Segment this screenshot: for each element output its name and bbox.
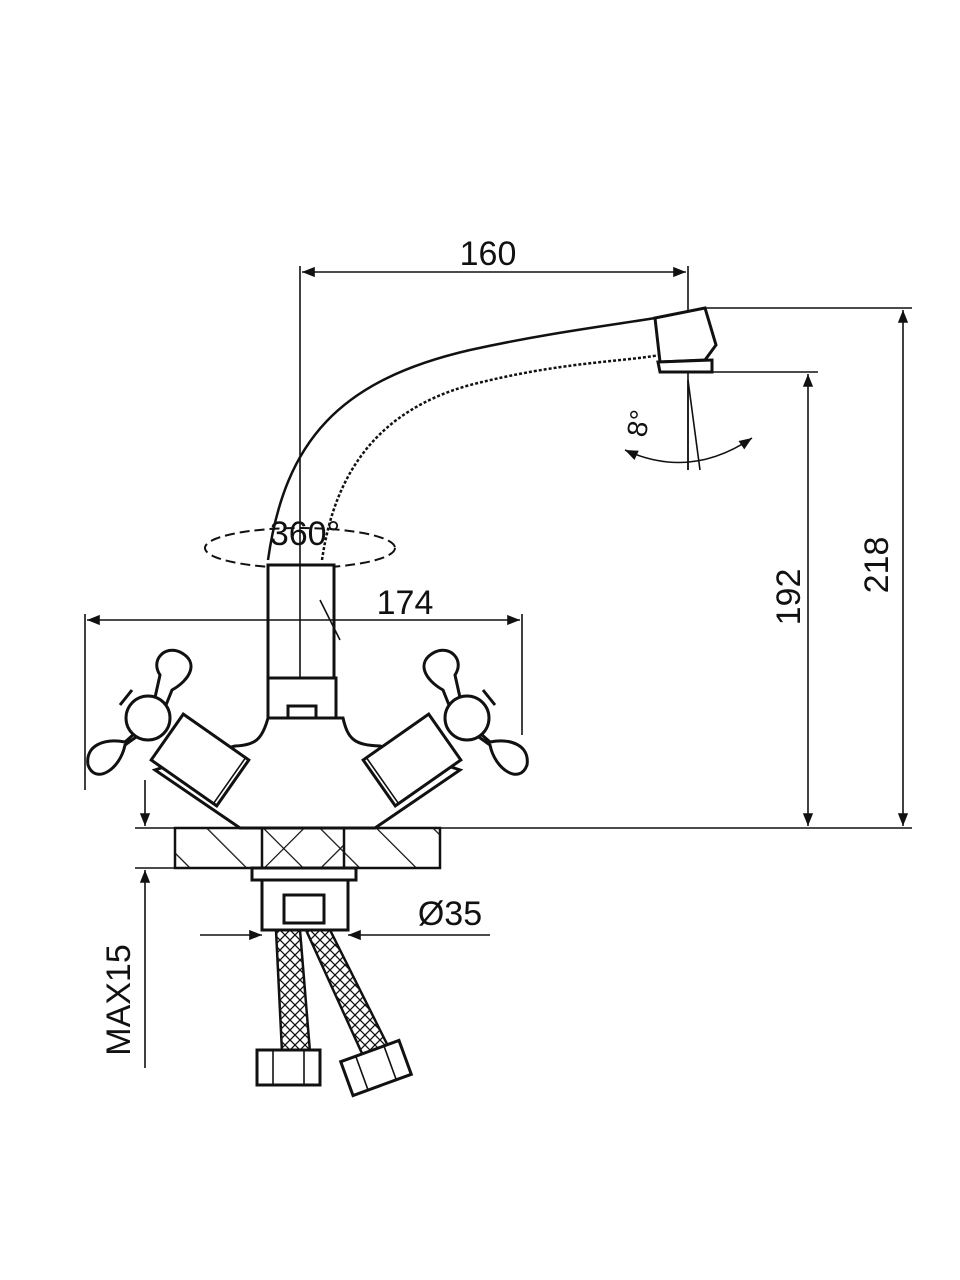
mounting-nut bbox=[250, 866, 358, 932]
countertop-section bbox=[135, 826, 442, 870]
rotation-ellipse bbox=[204, 527, 396, 569]
right-hose bbox=[304, 928, 392, 1062]
spout-upper-edge bbox=[266, 310, 691, 561]
dimension-label-218: 218 bbox=[858, 537, 896, 594]
right-valve bbox=[361, 712, 463, 808]
nut-washer bbox=[250, 866, 358, 882]
tilt-angle-label: 8° bbox=[621, 407, 656, 439]
tilt-indicator: 8° bbox=[621, 379, 753, 471]
collar-slot bbox=[286, 704, 318, 720]
spout bbox=[266, 306, 718, 561]
valve-cylinder bbox=[149, 712, 251, 808]
spout-nozzle bbox=[653, 306, 718, 364]
dimension-label-174: 174 bbox=[377, 584, 434, 622]
dimension-max-thickness: MAX15 bbox=[100, 780, 151, 1068]
left-hose bbox=[274, 928, 312, 1054]
dimension-base-diameter: Ø35 bbox=[200, 895, 490, 941]
aerator bbox=[656, 358, 714, 374]
rotation-indicator: 360° bbox=[204, 515, 396, 569]
handle-hub bbox=[124, 694, 172, 742]
right-cross-handle bbox=[422, 648, 529, 776]
right-hose-nut bbox=[338, 1038, 414, 1098]
valve-ring bbox=[212, 757, 247, 805]
valve-cylinder bbox=[361, 712, 463, 808]
dimension-total-height: 218 bbox=[705, 307, 912, 826]
dimension-outlet-height: 192 bbox=[690, 371, 818, 826]
rotation-label: 360° bbox=[270, 515, 340, 553]
mounting-shank-hatch bbox=[260, 826, 346, 870]
left-cross-handle bbox=[86, 648, 193, 776]
handle-marker bbox=[118, 689, 134, 706]
tilt-angle-line bbox=[687, 379, 701, 471]
left-valve bbox=[149, 712, 251, 808]
hex-nut-edge bbox=[383, 1045, 398, 1081]
nut-face bbox=[282, 893, 326, 925]
hex-nut-body bbox=[255, 1048, 322, 1087]
hex-nut-body bbox=[338, 1038, 414, 1098]
max-thickness-label: MAX15 bbox=[100, 944, 138, 1056]
faucet-column bbox=[266, 563, 336, 682]
base-diameter-label: Ø35 bbox=[418, 895, 482, 933]
handle-marker bbox=[481, 689, 497, 706]
tilt-arc-arrow bbox=[624, 437, 753, 464]
dimension-label-160: 160 bbox=[460, 235, 517, 273]
handle-hub bbox=[443, 694, 491, 742]
valve-ring bbox=[365, 757, 400, 805]
hex-nut-edge bbox=[354, 1055, 369, 1091]
dimension-label-192: 192 bbox=[770, 569, 808, 626]
dimension-handle-span: 174 bbox=[84, 584, 523, 790]
dimension-spout-reach: 160 bbox=[299, 235, 689, 565]
left-hose-nut bbox=[255, 1048, 322, 1087]
spout-lower-edge bbox=[320, 353, 661, 561]
